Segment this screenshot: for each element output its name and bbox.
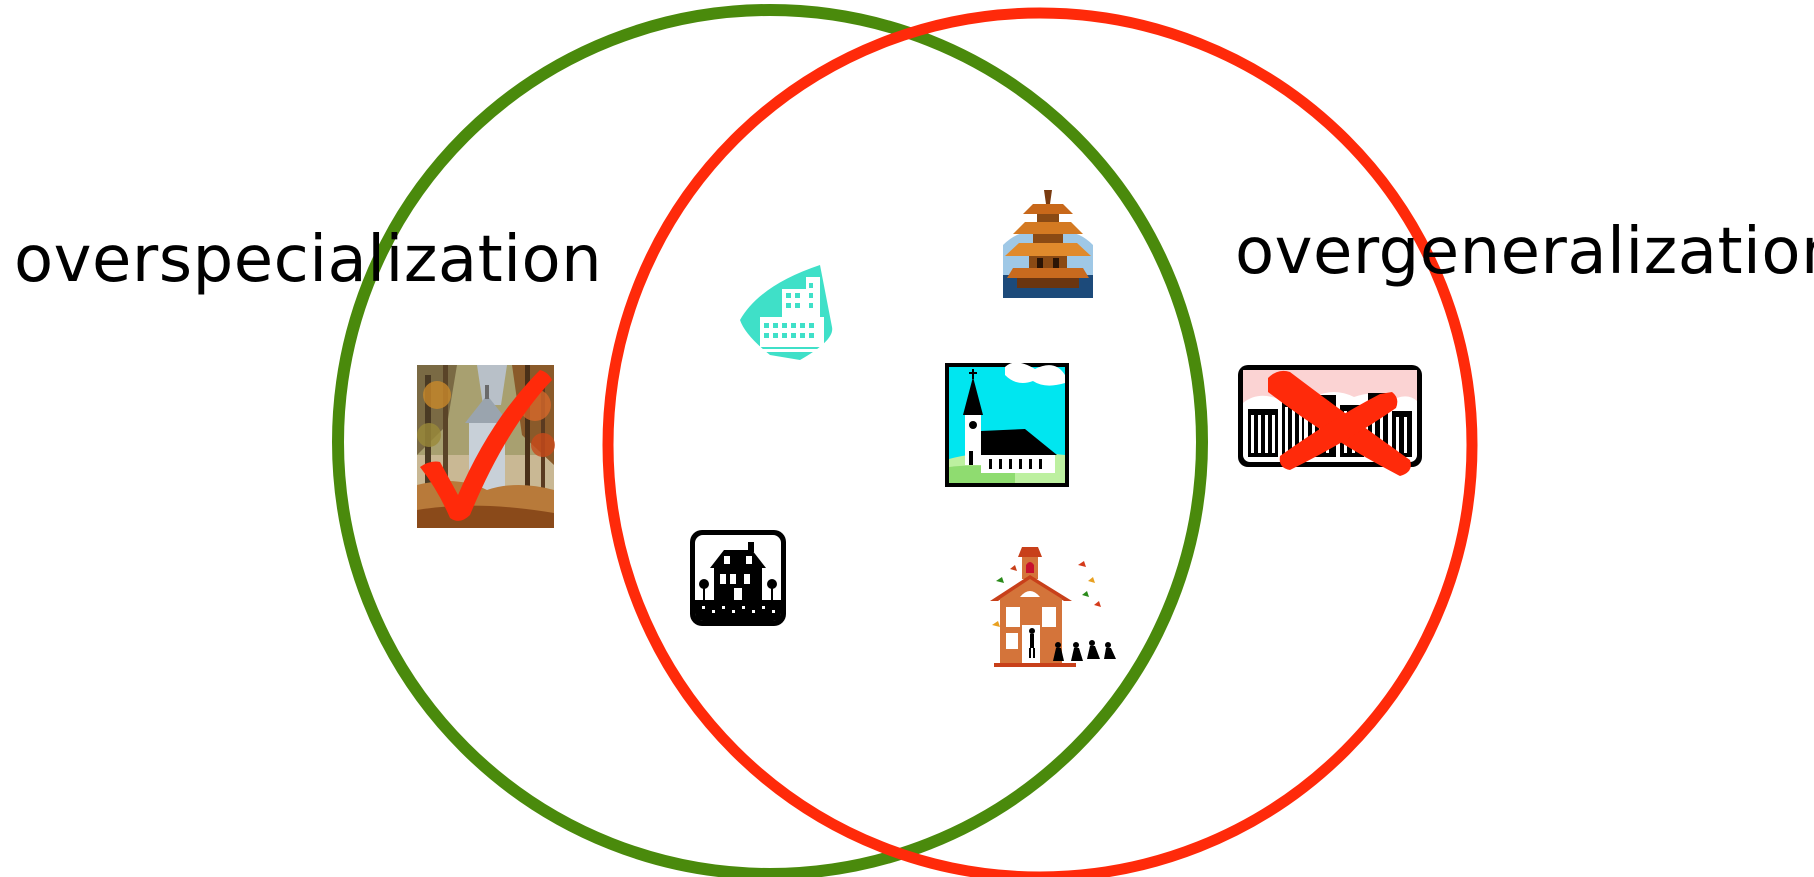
overgeneralization-label: overgeneralization xyxy=(1235,215,1814,289)
green-circle xyxy=(332,4,1208,877)
teal-office-building-icon xyxy=(740,265,833,360)
check-mark-icon xyxy=(420,370,552,521)
red-circle xyxy=(602,7,1478,877)
pagoda-temple-icon xyxy=(1003,190,1093,298)
black-house-icon xyxy=(690,530,786,626)
overspecialization-label: overspecialization xyxy=(14,223,603,297)
cross-mark-icon xyxy=(1268,370,1411,476)
country-church-icon xyxy=(945,362,1069,487)
schoolhouse-children-icon xyxy=(990,547,1116,667)
